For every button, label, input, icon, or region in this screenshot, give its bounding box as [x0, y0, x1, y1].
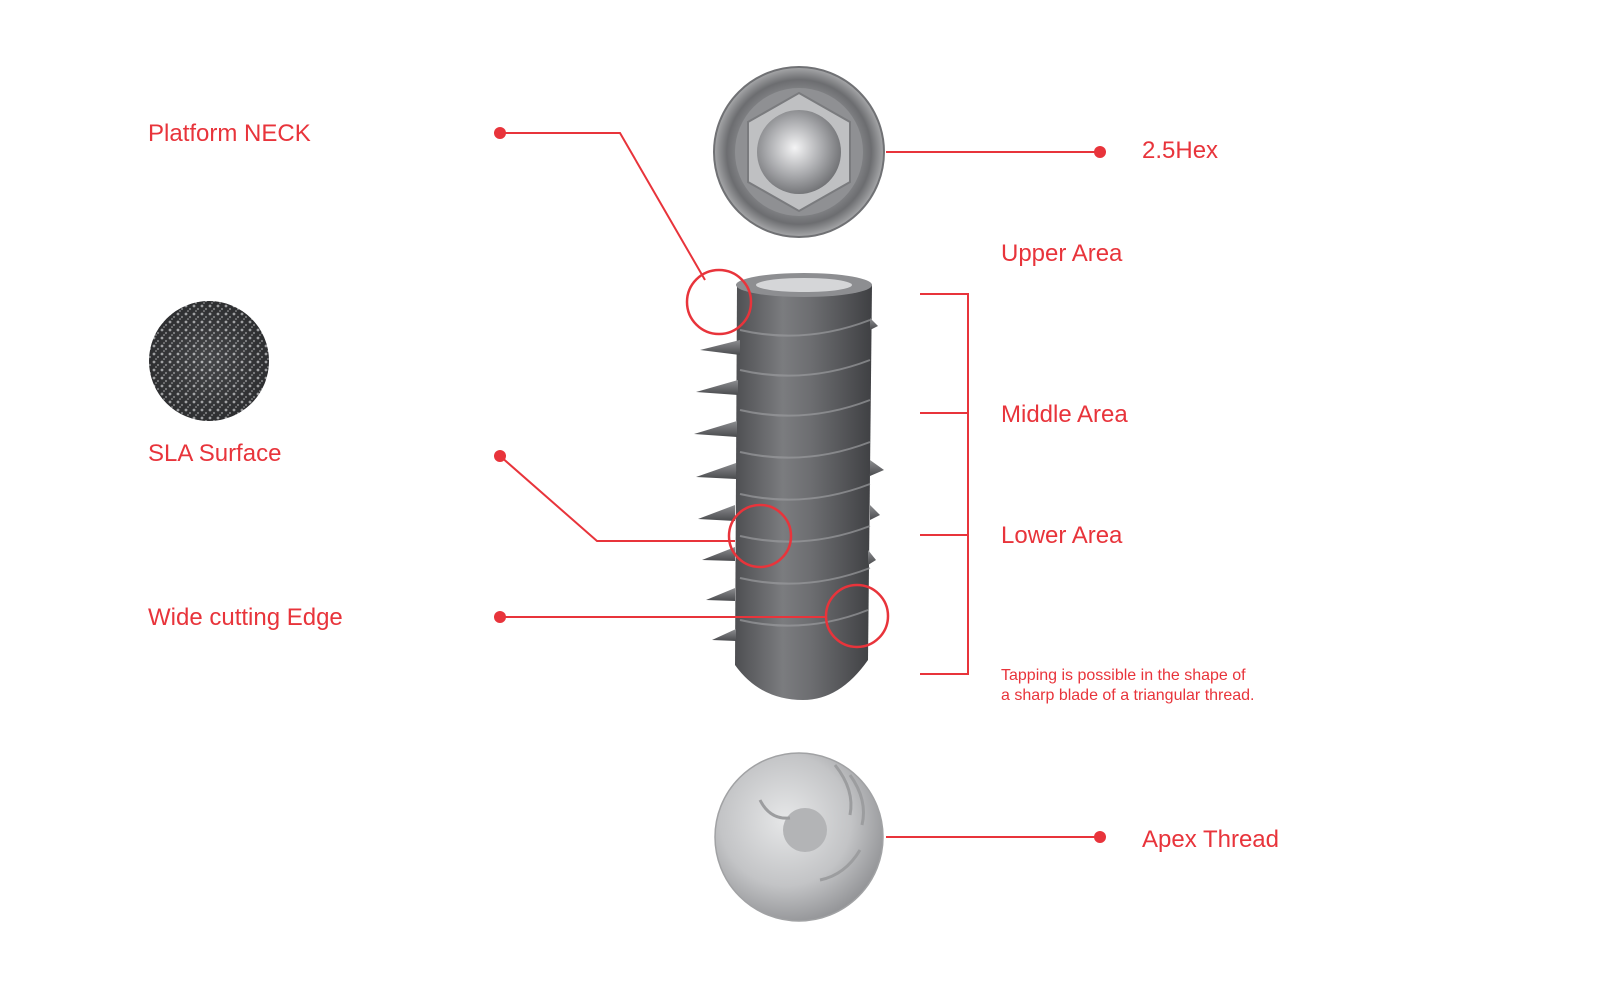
implant-body: [694, 273, 884, 700]
label-platform-neck: Platform NECK: [148, 120, 311, 147]
callout-dots: [494, 127, 1106, 843]
label-sla-surface: SLA Surface: [148, 440, 282, 467]
label-middle-area: Middle Area: [1001, 401, 1128, 428]
implant-top-view: [713, 66, 885, 238]
label-upper-area: Upper Area: [1001, 240, 1123, 267]
implant-apex-view: [714, 752, 884, 922]
label-lower-area: Lower Area: [1001, 522, 1123, 549]
platform-neck-leader: [500, 132, 706, 281]
label-wide-cutting-edge: Wide cutting Edge: [148, 604, 343, 631]
tapping-note: Tapping is possible in the shape of a sh…: [1001, 666, 1255, 706]
sla-surface-sample: [149, 301, 269, 421]
sla-surface-leader: [499, 455, 735, 542]
tapping-note-line1: Tapping is possible in the shape of: [1001, 667, 1246, 684]
platform-neck-highlight: [685, 268, 753, 336]
label-hex: 2.5Hex: [1142, 137, 1219, 164]
area-bracket: [920, 293, 969, 675]
wide-cutting-edge-highlight: [824, 583, 890, 649]
sla-surface-highlight: [727, 503, 793, 569]
callout-lines: [499, 132, 1100, 838]
label-apex-thread: Apex Thread: [1142, 826, 1279, 853]
tapping-note-line2: a sharp blade of a triangular thread.: [1001, 687, 1255, 704]
highlight-rings: [685, 268, 890, 649]
